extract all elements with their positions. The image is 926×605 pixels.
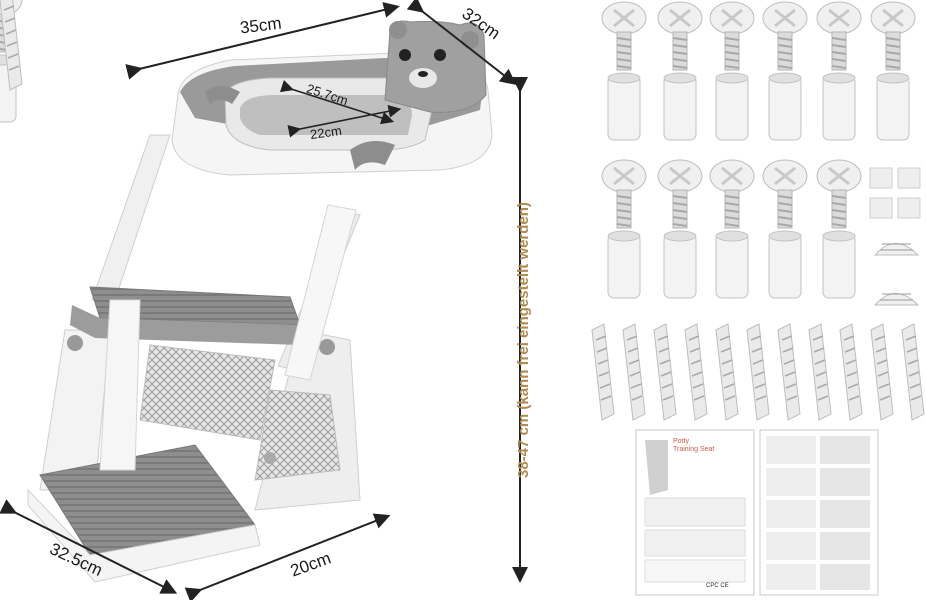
height-label: 38-47 cm (kann frei eingestellt werden) xyxy=(515,202,532,478)
manual-footer: CPC CE xyxy=(706,583,729,589)
manual-title-line2: Training Seat xyxy=(673,446,715,453)
potty-step-stool xyxy=(27,20,493,583)
small-parts xyxy=(869,167,921,306)
instruction-manual xyxy=(635,429,879,596)
dimension-lines xyxy=(0,0,528,603)
anti-slip-strips xyxy=(0,0,925,421)
manual-title-line1: Potty xyxy=(673,438,689,445)
manual-title: Potty Training Seat xyxy=(673,438,714,454)
